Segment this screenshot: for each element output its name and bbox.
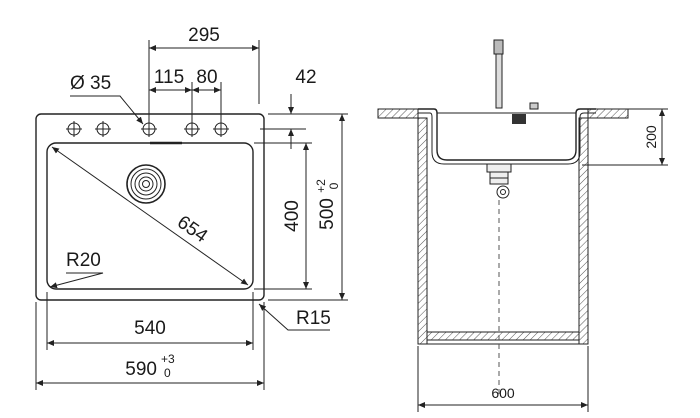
- tap-hole: [184, 121, 200, 137]
- dim-600-label: 600: [491, 385, 515, 401]
- tap-stub: [529, 102, 539, 110]
- dim-500-tol-lower: 0: [327, 182, 341, 189]
- dim-590-tol-upper: +3: [161, 352, 175, 366]
- dim-540: [46, 292, 254, 350]
- dim-hole-leader: [70, 95, 144, 125]
- cabinet-wall-left: [417, 117, 428, 345]
- dim-590: [35, 302, 265, 390]
- dim-500: [268, 113, 348, 301]
- dim-600: [417, 346, 589, 412]
- dim-hole-label: Ø 35: [70, 73, 111, 94]
- dim-590-tol-lower: 0: [164, 366, 171, 380]
- dim-200-label: 200: [643, 125, 659, 149]
- faucet-outlet: [512, 114, 526, 124]
- dim-42-label: 42: [295, 67, 316, 88]
- tap-hole: [66, 121, 82, 137]
- dim-400: [254, 142, 312, 290]
- dim-500-label: 500: [317, 198, 338, 230]
- dim-200: [582, 108, 668, 166]
- tap-holes: [66, 121, 229, 137]
- dim-r20-leader: [49, 272, 104, 289]
- drain-icon: [126, 164, 166, 204]
- side-view: 200 600: [377, 39, 668, 412]
- tap-hole: [213, 121, 229, 137]
- sink-cross-section: [418, 108, 596, 161]
- dim-115-label: 115: [154, 67, 184, 88]
- cabinet-bottom: [426, 331, 580, 341]
- waste-assembly-icon: [486, 163, 512, 199]
- dim-r20-label: R20: [66, 250, 101, 271]
- dim-r15-label: R15: [296, 308, 331, 329]
- faucet-icon: [493, 39, 504, 109]
- dim-590-label: 590: [125, 359, 157, 380]
- dim-654-line: [51, 146, 249, 286]
- sink-outer-outline: [35, 113, 265, 301]
- tap-hole: [95, 121, 111, 137]
- dim-400-label: 400: [282, 200, 303, 232]
- dim-r15-leader: [258, 303, 330, 331]
- dim-42: [260, 94, 306, 149]
- dim-295: [148, 40, 260, 125]
- dim-654-label: 654: [173, 212, 211, 248]
- countertop-left: [377, 108, 419, 119]
- dim-115-80: [149, 82, 222, 123]
- dim-295-label: 295: [188, 25, 220, 46]
- top-view: 295 115 80 Ø 35 42 654: [35, 25, 348, 390]
- dim-500-tol-upper: +2: [314, 179, 328, 193]
- dim-540-label: 540: [134, 318, 166, 339]
- dim-80-label: 80: [196, 67, 217, 88]
